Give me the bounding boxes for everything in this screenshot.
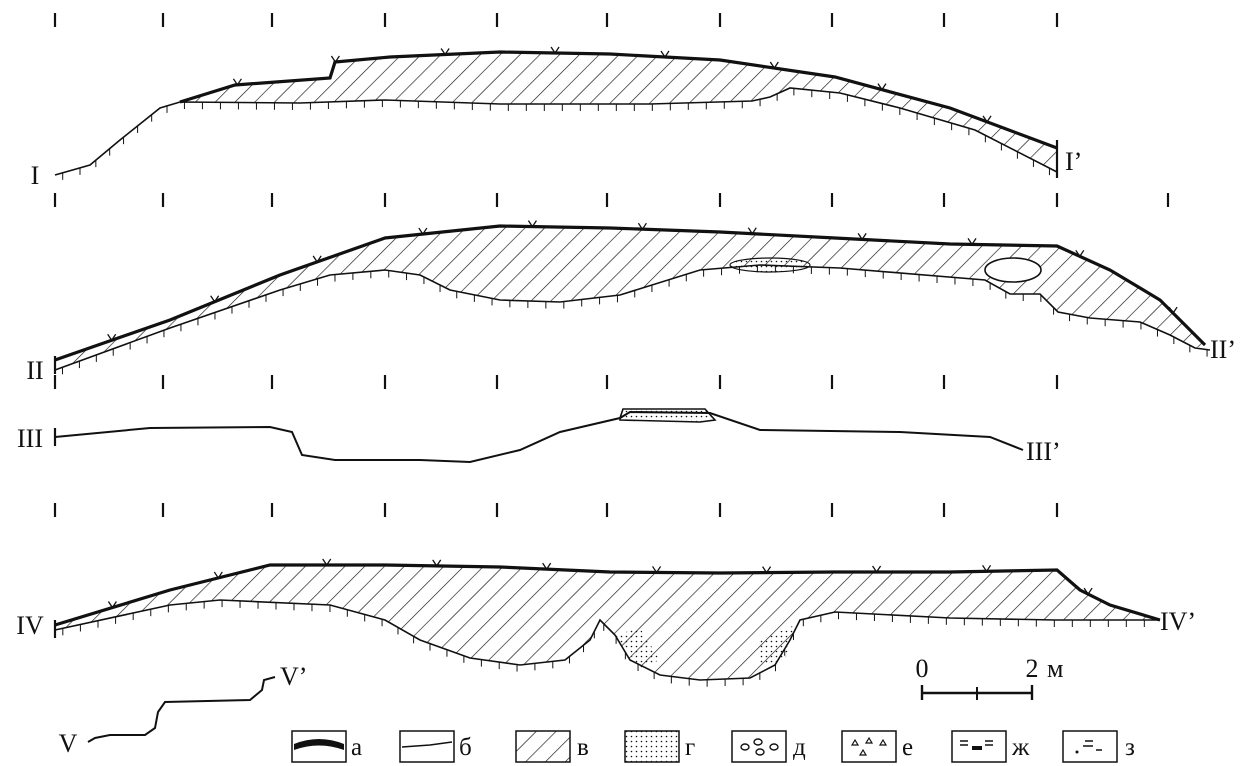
hatched-deposit-icon — [515, 730, 571, 763]
sod-marker — [418, 227, 428, 236]
scale-end-value: 2 — [1026, 654, 1039, 683]
sod-marker — [872, 565, 882, 574]
profile-4 — [53, 558, 1161, 687]
sod-marker — [982, 115, 992, 124]
profile-1-start-label: I — [31, 161, 40, 190]
profile-2-base — [54, 264, 1211, 371]
scale-unit: м — [1047, 654, 1063, 683]
profile-3 — [53, 408, 1024, 464]
sod-marker — [550, 46, 560, 55]
profile-4-surface — [54, 563, 1161, 627]
sod-marker — [877, 83, 887, 91]
profile-2-deposit — [55, 226, 1205, 370]
scale-bar: 0 2 м — [916, 654, 1063, 700]
profile-5-start-label: V — [59, 729, 78, 758]
profile-1 — [54, 46, 1059, 180]
sod-marker — [107, 601, 117, 609]
profile-3-line — [54, 410, 1024, 464]
sod-marker — [1083, 587, 1093, 596]
sod-marker — [232, 78, 242, 86]
profile-2 — [53, 220, 1211, 375]
scale-start-value: 0 — [916, 654, 929, 683]
sod-marker — [330, 55, 340, 64]
profile-1-deposit — [180, 52, 1057, 172]
profile-1-surface — [179, 50, 1058, 150]
sod-marker — [982, 564, 992, 573]
profile-3-end-label: III’ — [1026, 437, 1061, 466]
silt-dashes-icon — [1062, 730, 1118, 763]
legend-label-v: в — [577, 734, 589, 761]
sod-marker — [527, 220, 537, 228]
profile-3-start-label: III — [17, 424, 43, 453]
legend: а б в г д е — [291, 730, 1135, 763]
sod-marker — [769, 61, 779, 70]
sod-marker — [440, 48, 450, 56]
sod-marker — [213, 571, 223, 580]
sod-marker — [762, 566, 772, 574]
legend-label-g: г — [685, 734, 695, 761]
sod-marker — [312, 255, 322, 264]
profile-5-end-label: V’ — [280, 662, 307, 691]
profile-1-base — [54, 87, 1058, 176]
sod-marker — [542, 562, 552, 571]
profile-4-end-label: IV’ — [1160, 607, 1196, 636]
sand-dots-icon — [624, 730, 680, 763]
sod-marker — [660, 50, 670, 59]
legend-label-a: а — [351, 734, 362, 761]
sod-marker — [967, 238, 977, 246]
sod-marker — [210, 295, 220, 303]
profile-2-end-label: II’ — [1210, 335, 1236, 364]
profile-2-surface — [54, 224, 1207, 362]
sod-marker — [1168, 306, 1178, 315]
sod-marker — [107, 333, 117, 342]
sod-marker — [652, 566, 662, 574]
sod-marker — [637, 222, 647, 231]
legend-label-e: е — [902, 734, 913, 761]
legend-label-zh: ж — [1011, 734, 1030, 761]
profile-1-end-label: I’ — [1065, 147, 1082, 176]
legend-label-d: д — [793, 734, 806, 761]
sod-marker — [747, 227, 757, 235]
loam-dashes-icon — [951, 730, 1007, 763]
profile-5-line — [87, 676, 276, 743]
profile-2-start-label: II — [26, 356, 43, 385]
sod-marker — [322, 558, 332, 567]
legend-label-b: б — [459, 734, 472, 761]
grid-tick-marks — [53, 13, 1170, 517]
pebbles-icon — [731, 730, 787, 763]
bedrock-boundary-icon — [399, 730, 455, 763]
rubble-triangles-icon — [841, 730, 897, 763]
legend-label-z: з — [1125, 734, 1135, 761]
sod-marker — [1075, 249, 1085, 258]
profile-3-lens — [619, 408, 717, 423]
sod-marker — [432, 559, 442, 568]
profile-4-start-label: IV — [16, 611, 44, 640]
profile-4-deposit — [55, 565, 1160, 680]
sod-marker — [857, 233, 867, 241]
soil-sod-icon — [291, 730, 347, 763]
